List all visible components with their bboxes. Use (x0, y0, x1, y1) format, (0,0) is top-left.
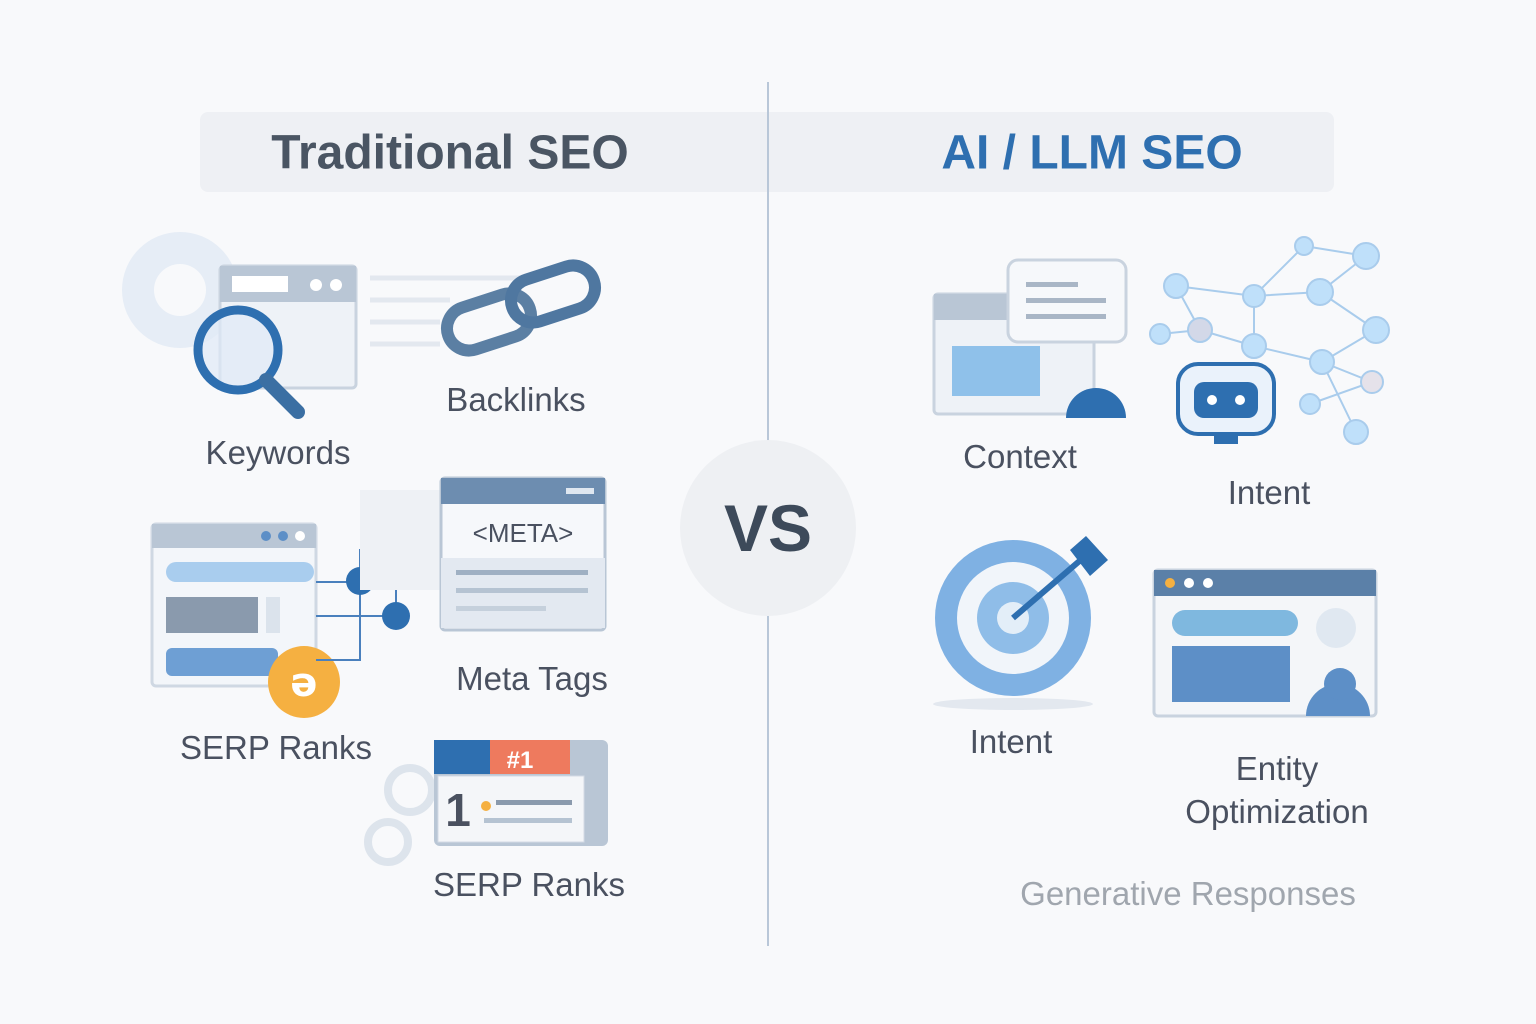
optimization-label: Optimization (1185, 793, 1369, 830)
robot-icon (1176, 362, 1276, 444)
magnifier-icon (193, 305, 283, 395)
rank-number-text: 1 (445, 784, 471, 836)
traditional-seo-title: Traditional SEO (271, 126, 629, 180)
serp-ranks-label: SERP Ranks (180, 729, 372, 766)
serp-ranks-label-2: SERP Ranks (433, 866, 625, 903)
meta-code-text: <META> (473, 518, 574, 548)
keywords-illustration (122, 232, 358, 419)
ai-llm-seo-title: AI / LLM SEO (941, 126, 1243, 180)
entity-window-illustration (1152, 568, 1378, 718)
context-illustration (932, 258, 1128, 418)
rank-badge-icon (268, 646, 340, 718)
neural-network-illustration (1149, 236, 1390, 445)
target-icon (933, 536, 1108, 710)
svg-text:ǝ: ǝ (290, 660, 317, 706)
entity-label: Entity (1235, 750, 1319, 787)
backlinks-label: Backlinks (446, 381, 586, 418)
divider-top (767, 82, 769, 442)
vs-label: VS (723, 491, 813, 565)
chain-link-icon (370, 259, 601, 357)
generative-responses-label: Generative Responses (1020, 875, 1356, 912)
divider-bottom (767, 616, 769, 946)
gear-icon (384, 764, 436, 816)
vs-circle (680, 440, 856, 616)
rank-card-illustration: #1 1 (364, 740, 608, 866)
rank-badge-text: #1 (507, 747, 534, 774)
context-label: Context (963, 438, 1077, 475)
serp-window-illustration: ǝ (150, 509, 440, 718)
keywords-label: Keywords (205, 434, 351, 471)
phone-icon (1316, 608, 1356, 648)
intent-label: Intent (1227, 474, 1311, 511)
intent-label-2: Intent (969, 723, 1053, 760)
meta-window-illustration: <META> (360, 476, 607, 632)
meta-tags-label: Meta Tags (456, 660, 608, 697)
user-icon (1306, 684, 1370, 716)
